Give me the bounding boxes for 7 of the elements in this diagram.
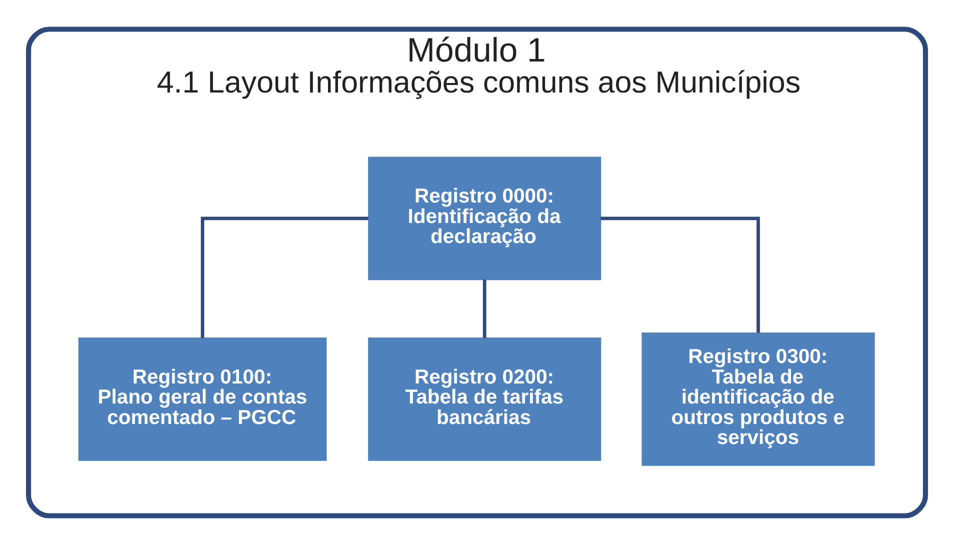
node-box: Registro 0000: Identificação da declaração: [368, 156, 602, 280]
connector: [482, 279, 486, 338]
node-box: Registro 0300: Tabela de identificação de outros produtos e serviços: [642, 332, 875, 466]
connector: [600, 216, 760, 332]
node-box: Registro 0100: Plano geral de contas comentado – PGCC: [78, 337, 327, 460]
node-box: Registro 0200: Tabela de tarifas bancárias: [368, 337, 602, 460]
connector: [200, 216, 368, 338]
